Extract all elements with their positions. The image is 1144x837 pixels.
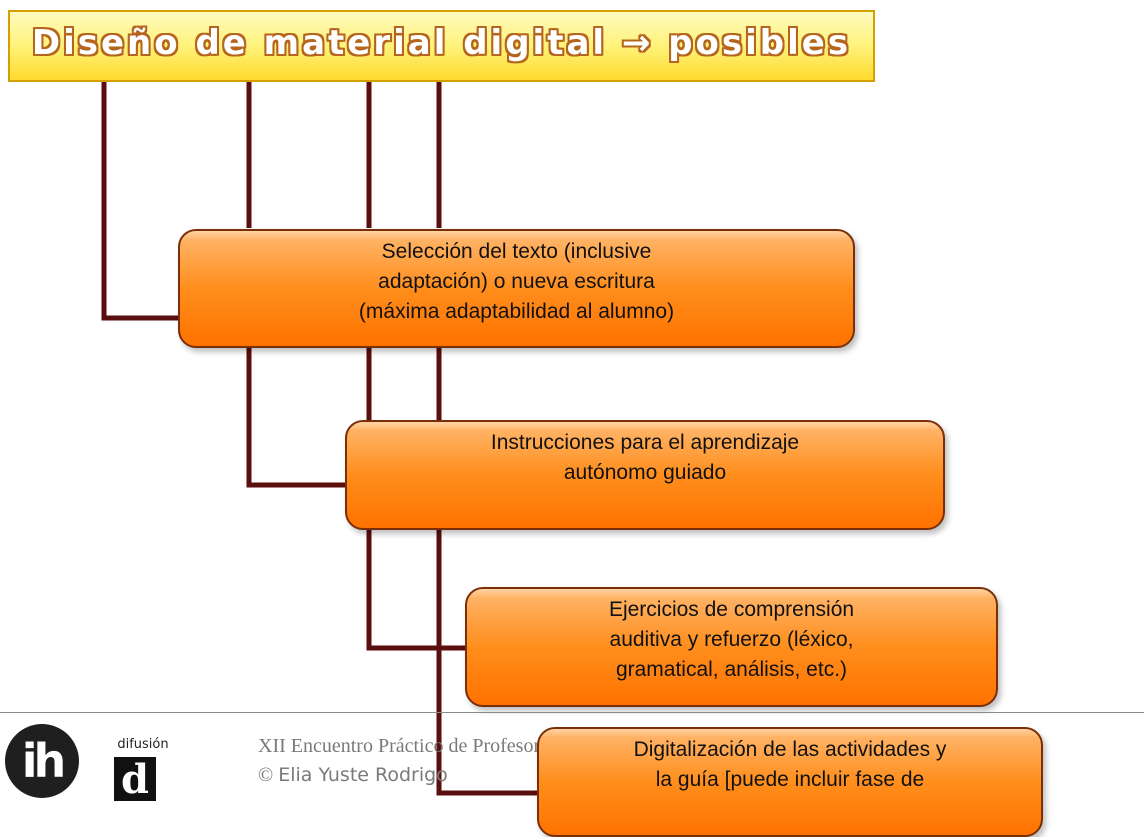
node-ejercicios: Ejercicios de comprensión auditiva y ref… xyxy=(465,587,998,707)
connector-node1 xyxy=(101,82,180,321)
node-line: la guía [puede incluir fase de xyxy=(655,768,925,791)
node-line: adaptación) o nueva escritura xyxy=(378,270,655,293)
node-line: Selección del texto (inclusive xyxy=(381,240,652,263)
copyright-symbol: © xyxy=(258,764,274,786)
difusion-logo-label: difusión xyxy=(117,737,169,752)
ih-logo-text: ih xyxy=(21,734,66,788)
footer-author-line: © Elia Yuste Rodrigo xyxy=(258,761,598,790)
difusion-logo: difusión d xyxy=(106,737,180,803)
node-line: auditiva y refuerzo (léxico, xyxy=(609,628,854,651)
connector-node2 xyxy=(246,82,347,488)
connector-node3 xyxy=(366,82,467,651)
title-banner: Diseño de material digital → posibles xyxy=(8,10,875,82)
node-seleccion-texto: Selección del texto (inclusive adaptació… xyxy=(178,229,855,348)
node-line: (máxima adaptabilidad al alumno) xyxy=(358,300,675,323)
diagram-title: Diseño de material digital → posibles xyxy=(31,23,852,63)
difusion-logo-mark: d xyxy=(114,756,156,803)
node-line: gramatical, análisis, etc.) xyxy=(615,658,848,681)
footer-author: Elia Yuste Rodrigo xyxy=(278,764,448,786)
node-digitalizacion: Digitalización de las actividades y la g… xyxy=(537,727,1043,837)
node-line: Ejercicios de comprensión xyxy=(608,598,855,621)
node-line: Instrucciones para el aprendizaje xyxy=(490,431,800,454)
node-instrucciones: Instrucciones para el aprendizaje autóno… xyxy=(345,420,945,530)
node-line: Digitalización de las actividades y xyxy=(633,738,947,761)
footer-credits: XII Encuentro Práctico de Profesores ELE… xyxy=(258,732,598,790)
ih-logo: ih xyxy=(5,724,79,798)
footer-divider xyxy=(0,712,1144,713)
node-line: autónomo guiado xyxy=(563,461,727,484)
connector-node4 xyxy=(436,82,539,796)
footer-event: XII Encuentro Práctico de Profesores ELE xyxy=(258,735,599,757)
